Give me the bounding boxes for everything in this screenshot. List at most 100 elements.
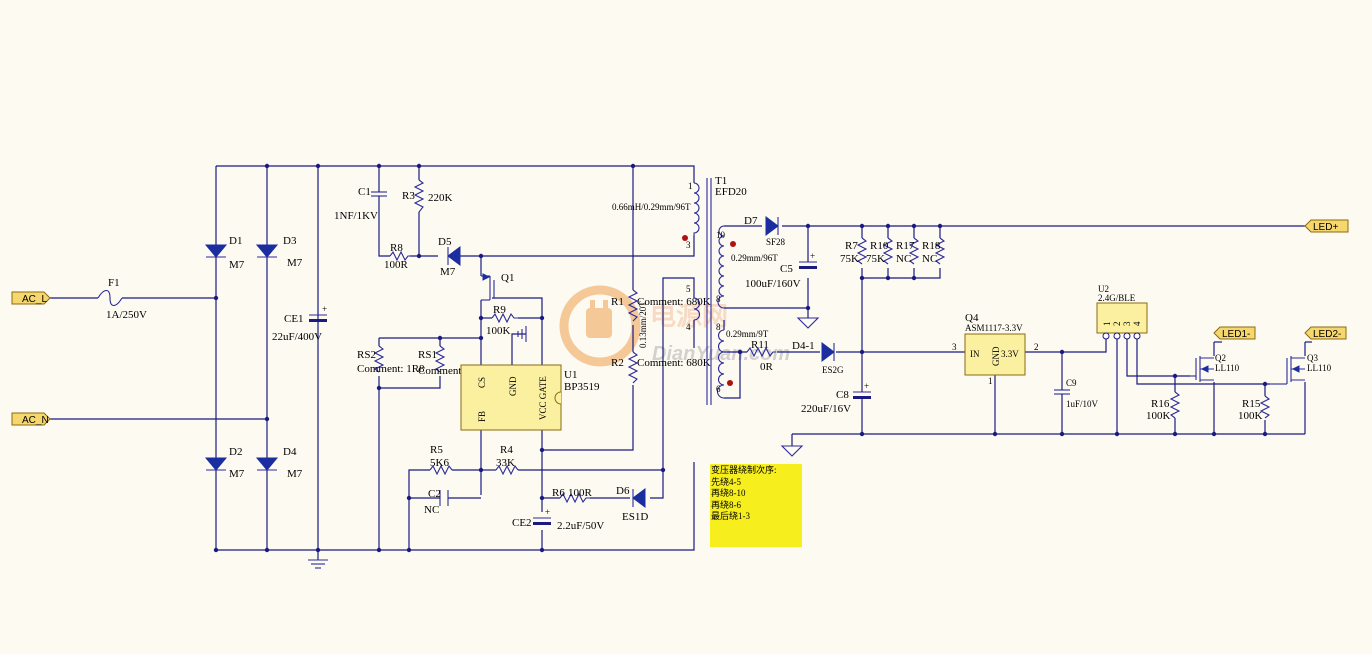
q4-pin1: 1: [988, 376, 993, 386]
r8-ref: R8: [390, 242, 403, 254]
ic-u1: CS GND VCC GATE FB U1 BP3519: [460, 364, 600, 431]
q3-ref: Q3: [1307, 353, 1318, 363]
module-u2: U2 2.4G/BLE 1 2 3 4: [1096, 284, 1148, 340]
c5-ref: C5: [780, 263, 793, 275]
r5-value: 5K6: [430, 457, 449, 469]
r15-value: 100K: [1238, 410, 1263, 422]
u2-pin2: 2: [1112, 322, 1122, 327]
resistor-r17: R17 NC: [896, 237, 920, 265]
u1-part: BP3519: [564, 381, 600, 393]
note-line: 最后绕1-3: [711, 511, 750, 521]
r9-ref: R9: [493, 304, 506, 316]
c2-value: NC: [424, 504, 439, 516]
d3-ref: D3: [283, 235, 297, 247]
r1-ref: R1: [611, 296, 624, 308]
t1-pin5: 5: [686, 284, 691, 294]
port-led2-label: LED2-: [1313, 329, 1341, 340]
port-led-plus-label: LED+: [1313, 222, 1338, 233]
resistor-r8: R8 100R: [384, 242, 410, 271]
diode-d4: D4 M7: [255, 446, 303, 480]
u2-pin1: 1: [1102, 322, 1112, 327]
r10-value: 75K: [866, 253, 885, 265]
d2-value: M7: [229, 468, 245, 480]
ground-secondary-top: [796, 308, 820, 329]
t1-ref: T1: [715, 175, 727, 187]
r3-value: 220K: [428, 192, 453, 204]
r16-ref: R16: [1151, 398, 1170, 410]
capacitor-c5: + C5 100uF/160V: [745, 251, 817, 290]
svg-text:+: +: [545, 507, 550, 517]
mosfet-q2: Q2 LL110: [1190, 353, 1240, 382]
diode-d7: D7 SF28: [744, 215, 786, 247]
port-ac-n: AC_N: [11, 412, 51, 426]
port-led1-minus: LED1-: [1213, 326, 1256, 340]
c9-value: 1uF/10V: [1066, 399, 1099, 409]
port-ac-l-label: AC_L: [22, 294, 47, 305]
ce1-ref: CE1: [284, 313, 304, 325]
r11-value: 0R: [760, 361, 774, 373]
resistor-r5: R5 5K6: [429, 444, 453, 476]
note-line: 先绕4-5: [711, 476, 741, 487]
port-ac-l: AC_L: [11, 291, 51, 305]
q4-pin-out: 3.3V: [1001, 349, 1019, 359]
t1-pin6: 6: [716, 384, 721, 394]
c8-ref: C8: [836, 389, 849, 401]
resistor-r18: R18 NC: [922, 237, 946, 265]
capacitor-c2: C2 NC: [424, 488, 449, 516]
u1-pin-fb: FB: [477, 411, 487, 422]
transformer-t1: 1 3 5 4 10 8 8 6 T1 EFD20 0.66mH/0.29mm/…: [612, 175, 778, 405]
r17-ref: R17: [896, 240, 915, 252]
diode-d4-1: D4-1 ES2G: [792, 340, 844, 375]
ce2-ref: CE2: [512, 517, 532, 529]
ground-u1: [517, 326, 527, 342]
capacitor-ce1: + CE1 22uF/400V: [272, 304, 327, 343]
resistor-r2: R2 Comment: 680K: [611, 351, 711, 384]
rs1-ref: RS1: [418, 349, 437, 361]
q4-pin2: 2: [1034, 342, 1039, 352]
r7-value: 75K: [840, 253, 859, 265]
t1-aux2: 0.13mm/20T: [638, 301, 648, 348]
d7-ref: D7: [744, 215, 758, 227]
svg-text:+: +: [864, 381, 869, 391]
u1-pin-cs: CS: [477, 377, 487, 388]
d2-ref: D2: [229, 446, 242, 458]
rs2-comment: Comment: 1R8: [357, 363, 425, 375]
q1-ref: Q1: [501, 272, 514, 284]
r10-ref: R10: [870, 240, 889, 252]
r9-value: 100K: [486, 325, 511, 337]
u1-pin-gnd: GND: [508, 376, 518, 396]
resistor-r4: R4 33K: [495, 444, 519, 476]
fuse-ref: F1: [108, 277, 120, 289]
t1-pin4: 4: [686, 322, 691, 332]
q4-pin-in: IN: [970, 349, 980, 359]
r3-ref: R3: [402, 190, 415, 202]
note-line: 再绕8-6: [711, 499, 741, 510]
watermark-en: DianYuan.com: [652, 343, 790, 365]
svg-text:+: +: [322, 304, 327, 314]
d1-ref: D1: [229, 235, 242, 247]
c8-value: 220uF/16V: [801, 403, 851, 415]
ce1-value: 22uF/400V: [272, 331, 322, 343]
resistor-r16: R16 100K: [1146, 391, 1181, 422]
resistor-r15: R15 100K: [1238, 395, 1271, 422]
r8-value: 100R: [384, 259, 409, 271]
r18-ref: R18: [922, 240, 941, 252]
resistor-r7: R7 75K: [840, 237, 868, 265]
t1-pin8a: 8: [716, 294, 721, 304]
port-led1-label: LED1-: [1222, 329, 1250, 340]
note-line: 变压器绕制次序:: [711, 465, 777, 475]
resistor-r11: R11 0R: [746, 339, 776, 373]
c2-ref: C2: [428, 488, 441, 500]
u2-pin3: 3: [1122, 321, 1132, 326]
r5-ref: R5: [430, 444, 443, 456]
t1-primary: 0.66mH/0.29mm/96T: [612, 202, 691, 212]
ground-primary: [308, 550, 328, 569]
diode-d3: D3 M7: [255, 235, 303, 269]
d5-value: M7: [440, 266, 456, 278]
regulator-q4: IN GND 3.3V 3 2 1 Q4 ASM1117-3.3V: [952, 312, 1039, 386]
t1-pin10: 10: [716, 230, 726, 240]
q3-part: LL110: [1307, 363, 1332, 373]
c1-ref: C1: [358, 186, 371, 198]
d7-value: SF28: [766, 237, 786, 247]
